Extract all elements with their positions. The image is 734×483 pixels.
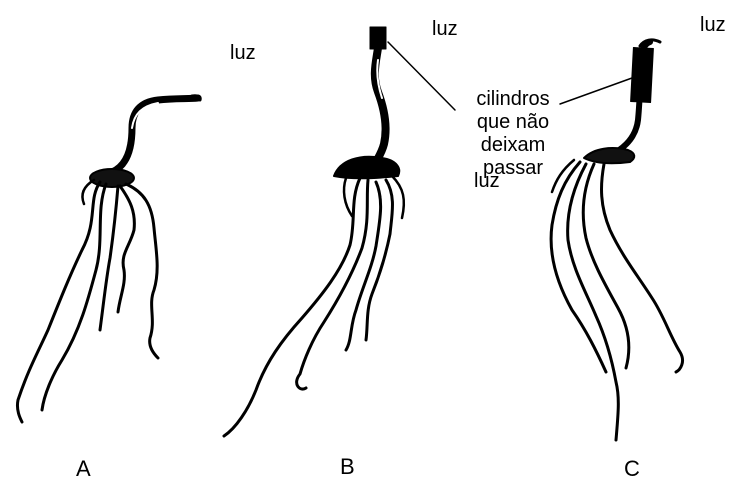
seedling-b-root [297, 180, 368, 389]
seedling-c-seed [584, 148, 634, 163]
seedling-b [224, 27, 404, 436]
seedling-b-root [224, 178, 360, 436]
seedling-a-root [100, 186, 118, 330]
cylinder-annotation: cilindros que não deixam passar [458, 88, 568, 180]
seedling-a-root [42, 184, 106, 410]
pointer-line-c [560, 78, 632, 104]
seedling-b-shoot [375, 48, 386, 162]
seedling-b-root [392, 176, 404, 218]
light-label-b: luz [432, 18, 458, 40]
cylinder-annotation-line1: cilindros [458, 88, 568, 111]
seedling-a-root [118, 186, 134, 312]
seedling-c-cylinder [631, 48, 654, 103]
pointer-line-b [388, 42, 455, 110]
seedling-b-root [344, 178, 352, 216]
seedling-a-shoot [112, 98, 198, 172]
cylinder-annotation-line3: deixam passar [458, 134, 568, 180]
seedling-a [17, 96, 200, 422]
panel-label-a: A [76, 458, 91, 480]
seedling-b-root [346, 182, 381, 350]
seedling-b-seed [334, 157, 399, 179]
seedling-a-root [126, 184, 158, 358]
seedling-c-root [568, 164, 619, 440]
cylinder-annotation-line2: que não [458, 111, 568, 134]
light-label-c: luz [700, 14, 726, 36]
panel-label-b: B [340, 456, 355, 478]
seedling-c-root [602, 164, 683, 372]
panel-label-c: C [624, 458, 640, 480]
light-label-a: luz [230, 42, 256, 64]
